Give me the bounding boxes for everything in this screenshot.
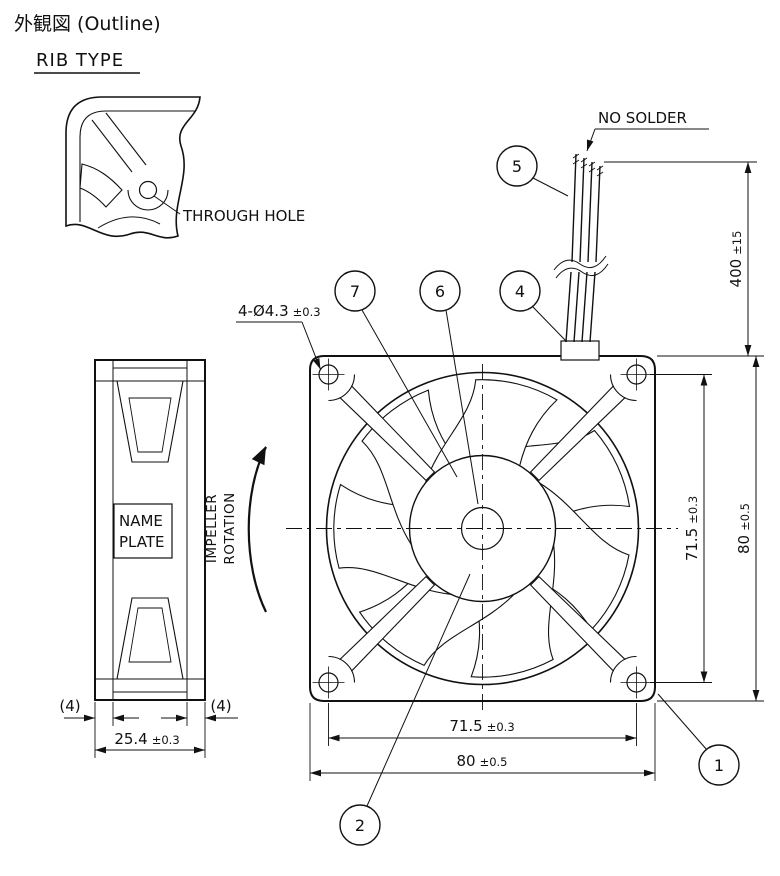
fan-frame-outline: [309, 355, 656, 702]
drawing-title: 外観図 (Outline): [14, 13, 161, 35]
dimension-lines: [64, 162, 757, 774]
detail-inner-edge: [79, 110, 196, 222]
svg-text:5: 5: [512, 157, 522, 176]
dim-lead-wire-length: 400±15: [727, 231, 745, 288]
lead-wires: NO SOLDER: [553, 109, 709, 361]
mounting-hole-top-left: [312, 358, 345, 391]
through-hole: [138, 180, 158, 200]
callout-4-leader: [531, 305, 567, 342]
name-plate-box: [113, 503, 173, 559]
extension-lines: [94, 161, 764, 781]
svg-text:6: 6: [435, 282, 445, 301]
center-lines: [286, 364, 678, 714]
dim-hole-pitch-vertical: 71.5±0.3: [683, 496, 701, 561]
through-hole-label: THROUGH HOLE: [182, 207, 305, 225]
dimension-arrows: [84, 162, 760, 777]
front-view: [286, 349, 678, 714]
dim-height: 80±0.5: [735, 503, 753, 554]
callout-5: 5: [496, 145, 538, 187]
callout-1-leader: [657, 693, 708, 751]
mounting-holes: [312, 358, 653, 699]
side-view: NAME PLATE: [94, 359, 206, 701]
svg-text:4: 4: [515, 282, 525, 301]
callout-2-leader: [366, 573, 471, 807]
dim-hole-pitch-horizontal: 71.5±0.3: [449, 717, 514, 735]
mounting-hole-top-right: [620, 358, 653, 391]
dim-width: 80±0.5: [456, 752, 507, 770]
corner-detail-view: THROUGH HOLE: [65, 96, 305, 239]
dimensions: 400±15 71.5±0.3 80±0.5 71.5±0.3 80±0.5 (…: [59, 161, 764, 781]
through-hole-leader: [153, 195, 181, 215]
dim-mounting-holes: 4-Ø4.3±0.3: [238, 302, 321, 320]
dim-mounting-holes-callout: 4-Ø4.3±0.3: [236, 302, 321, 370]
svg-text:7: 7: [350, 282, 360, 301]
impeller-rotation-line1: IMPELLER: [204, 494, 220, 563]
detail-outline: [65, 96, 201, 239]
dim-flange-right: (4): [210, 697, 231, 715]
callout-4: 4: [499, 270, 541, 312]
through-hole-boss-arc: [127, 189, 169, 211]
dim-depth: 25.4±0.3: [114, 730, 179, 748]
callout-2: 2: [339, 804, 381, 846]
callout-1: 1: [698, 744, 740, 786]
impeller-rotation-line2: ROTATION: [222, 492, 238, 564]
rotation-arrow-arc: [247, 446, 267, 613]
detail-rib-lines: [79, 112, 161, 229]
rotation-arrow-head: [251, 446, 266, 466]
impeller-blades: [333, 379, 631, 678]
name-plate-line2: PLATE: [119, 533, 164, 551]
no-solder-arrow: [586, 139, 594, 151]
mounting-hole-bottom-right: [620, 666, 653, 699]
mounting-hole-bottom-left: [312, 666, 345, 699]
callout-7: 7: [334, 270, 376, 312]
wire-tip-hatching: [572, 153, 604, 177]
wire-bundle: [565, 153, 601, 343]
callout-5-leader: [532, 177, 569, 197]
callouts: 5 7 6 4 1 2: [334, 145, 740, 846]
wire-connector: [560, 340, 600, 361]
callout-6: 6: [419, 270, 461, 312]
svg-text:1: 1: [714, 756, 724, 775]
impeller-rotation: IMPELLER ROTATION: [204, 446, 267, 613]
svg-text:2: 2: [355, 816, 365, 835]
name-plate-line1: NAME: [119, 512, 163, 530]
rib-type-label: RIB TYPE: [36, 50, 124, 71]
dim-flange-left: (4): [59, 697, 80, 715]
callout-7-leader: [361, 309, 458, 478]
wire-break-symbol: [553, 255, 609, 279]
no-solder-label: NO SOLDER: [598, 109, 687, 127]
side-view-frame-lines: [95, 360, 205, 700]
side-view-venturi: [116, 380, 184, 680]
callout-6-leader: [445, 309, 479, 505]
